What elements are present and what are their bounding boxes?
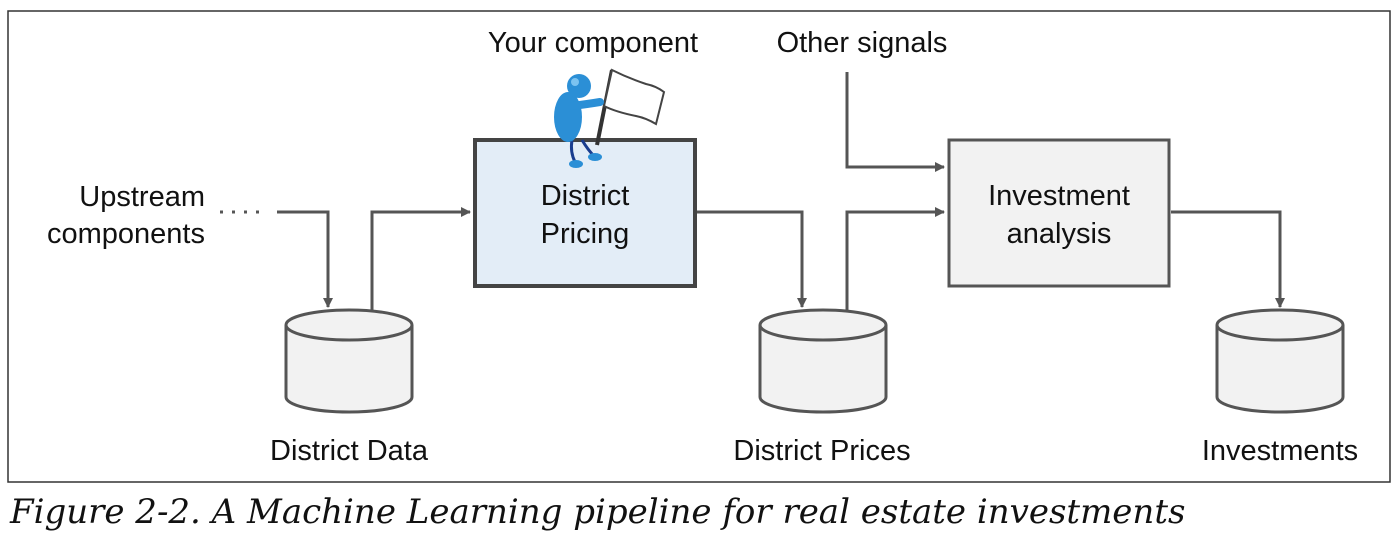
arrow-district-prices-to-analysis — [845, 207, 945, 310]
arrow-pricing-to-district-prices — [697, 210, 807, 308]
district-prices-label: District Prices — [733, 435, 910, 467]
arrow-other-signals-to-analysis — [845, 72, 945, 172]
investment-analysis-label-line1: Investment — [988, 180, 1130, 212]
upstream-label-line1: Upstream — [79, 181, 205, 213]
person-with-flag-icon — [554, 68, 666, 168]
diagram-frame — [7, 10, 1391, 483]
pipeline-diagram: Your component Other signals Upstream co… — [7, 10, 1391, 483]
figure-caption: Figure 2-2. A Machine Learning pipeline … — [10, 492, 1186, 532]
investment-analysis-label-line2: analysis — [1007, 218, 1112, 250]
investment-analysis-box — [947, 138, 1171, 288]
upstream-label-line2: components — [47, 218, 205, 250]
database-cylinder-icon — [1215, 308, 1345, 414]
database-cylinder-icon — [758, 308, 888, 414]
investments-label: Investments — [1202, 435, 1358, 467]
district-pricing-box — [473, 138, 697, 288]
arrow-district-data-to-pricing — [370, 207, 471, 310]
district-data-label: District Data — [270, 435, 429, 467]
your-component-label: Your component — [488, 27, 698, 59]
district-pricing-label-line1: District — [541, 180, 630, 212]
district-pricing-label-line2: Pricing — [541, 218, 630, 250]
arrow-upstream-to-district-data — [277, 210, 333, 308]
other-signals-label: Other signals — [777, 27, 948, 59]
database-cylinder-icon — [284, 308, 414, 414]
arrow-analysis-to-investments — [1171, 210, 1285, 308]
